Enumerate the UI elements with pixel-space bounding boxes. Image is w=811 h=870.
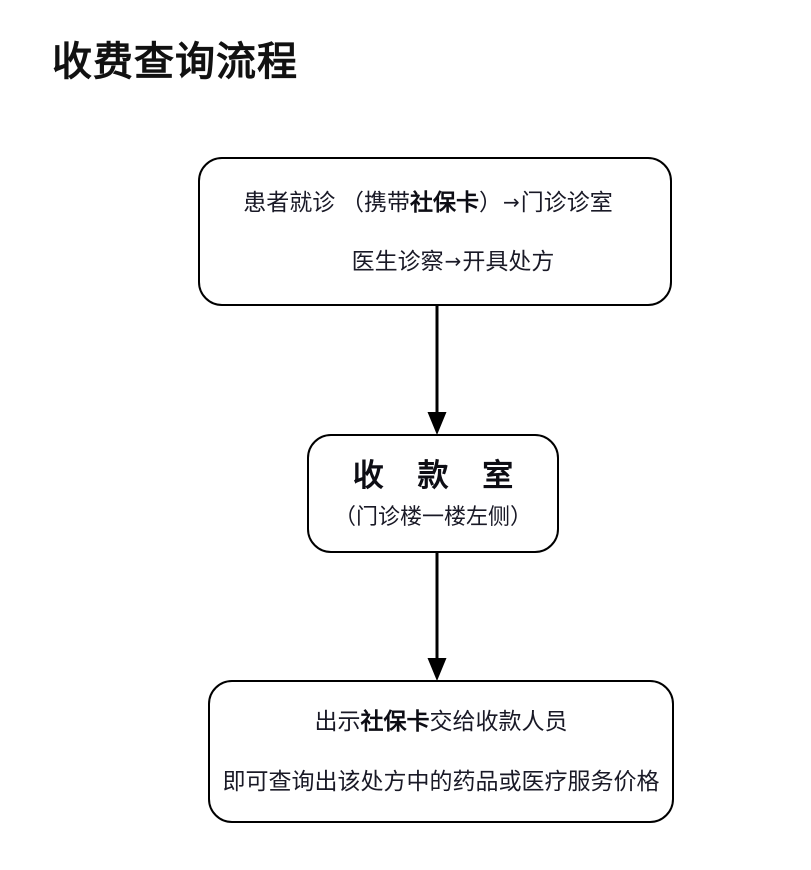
flow-node-cashier-subtitle: （门诊楼一楼左侧）	[333, 503, 532, 529]
text-segment-bold-shebaoka: 社保卡	[360, 708, 430, 734]
flow-node-cashier: 收 款 室 （门诊楼一楼左侧）	[307, 434, 559, 553]
right-arrow-icon: →	[444, 248, 462, 273]
flow-node-query-line-1: 出示社保卡交给收款人员	[315, 707, 568, 737]
flow-node-consultation-line-2: 医生诊察→开具处方	[352, 246, 555, 277]
flow-edge-2	[424, 551, 450, 682]
text-segment: 开具处方	[462, 248, 555, 274]
text-segment: 门诊诊室	[520, 189, 613, 215]
flow-edge-1	[424, 304, 450, 436]
flow-node-query-line-2: 即可查询出该处方中的药品或医疗服务价格	[222, 768, 660, 794]
text-segment: 患者就诊 （携带	[243, 189, 410, 215]
text-segment: 交给收款人员	[429, 708, 568, 734]
flow-node-cashier-heading: 收 款 室	[352, 457, 527, 493]
text-segment: 医生诊察	[351, 248, 444, 274]
flow-node-query: 出示社保卡交给收款人员 即可查询出该处方中的药品或医疗服务价格	[208, 680, 674, 823]
flow-node-consultation-line-1: 患者就诊 （携带社保卡）→门诊诊室	[243, 187, 613, 218]
text-segment: ）	[478, 189, 502, 215]
page-title: 收费查询流程	[52, 39, 298, 84]
right-arrow-icon: →	[502, 189, 520, 214]
text-segment: 出示	[314, 708, 361, 734]
flow-node-consultation: 患者就诊 （携带社保卡）→门诊诊室 医生诊察→开具处方	[198, 157, 672, 306]
text-segment-bold-shebaoka: 社保卡	[409, 189, 479, 215]
